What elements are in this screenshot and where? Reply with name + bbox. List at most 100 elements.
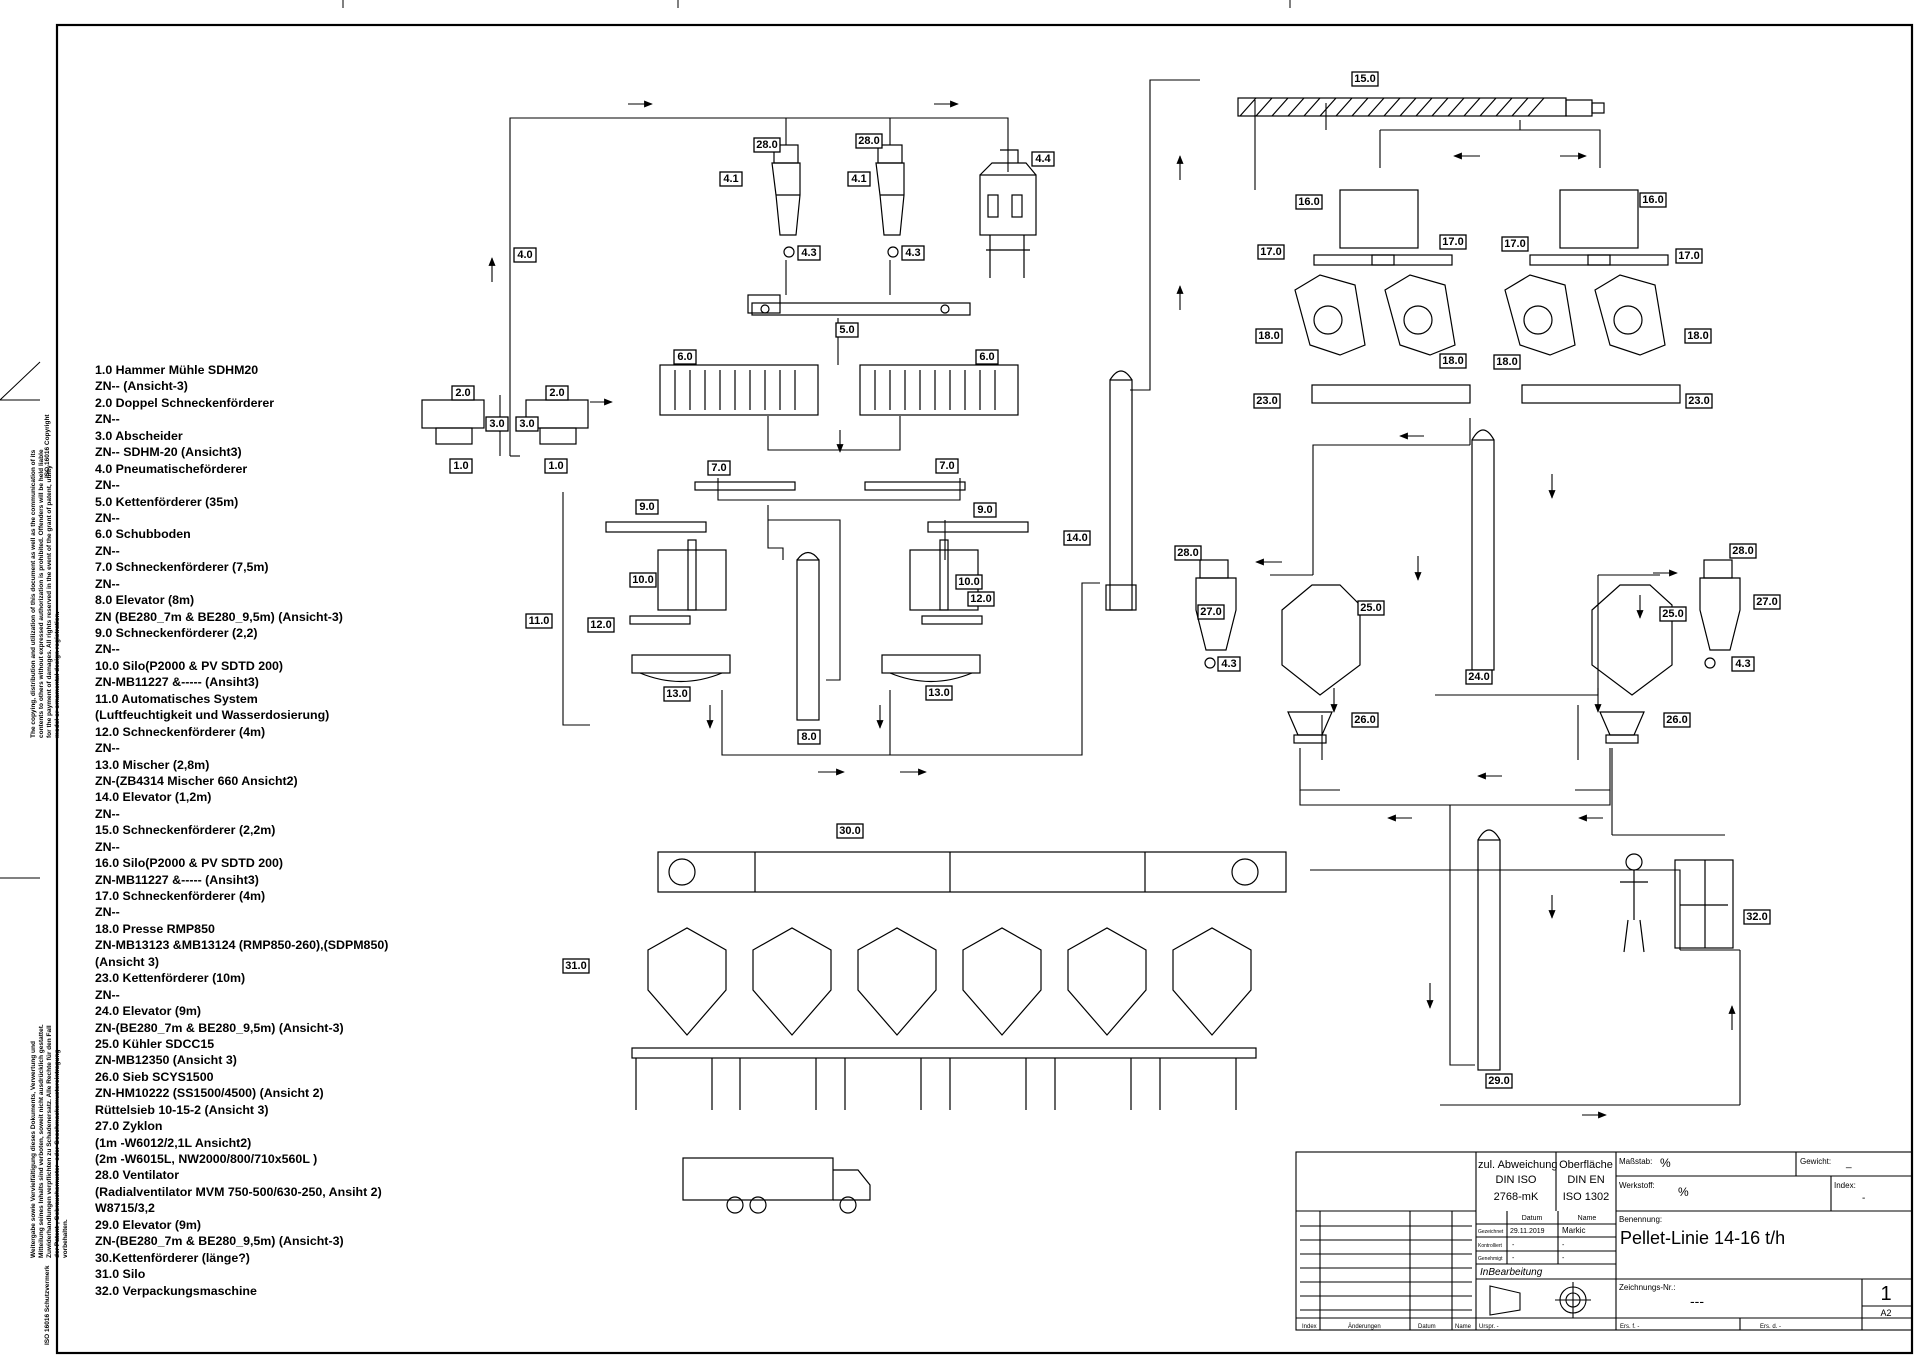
legend-line: ZN-- (Ansicht-3) [95,379,188,394]
legend-line: 4.0 Pneumatischeförderer [95,461,248,476]
cyclones-27 [1195,559,1741,669]
truck-drawing [682,1157,871,1214]
drawn-name: Markic [1562,1226,1586,1235]
row-checked: Kontrolliert [1478,1243,1503,1249]
tag-12-0-a: 12.0 [587,617,615,633]
svg-text:32.0: 32.0 [1746,911,1767,923]
title-block [1295,1151,1913,1331]
svg-text:12.0: 12.0 [590,619,611,631]
svg-text:13.0: 13.0 [928,687,949,699]
pellet-presses-18 [1294,189,1669,356]
legend-line: 7.0 Schneckenförderer (7,5m) [95,560,269,575]
cyclone-group-4 [771,144,1037,278]
svg-text:4.3: 4.3 [1735,658,1750,670]
chain-conveyor-30 [657,851,1287,893]
legend-line: 27.0 Zyklon [95,1119,163,1134]
tag-11-0: 11.0 [525,613,553,629]
legend-line: 11.0 Automatisches System [95,691,258,706]
tag-27-0-a: 27.0 [1197,604,1225,620]
legend-line: 24.0 Elevator (9m) [95,1004,202,1019]
packing-machine-32 [1620,853,1734,953]
svg-text:4.3: 4.3 [1221,658,1236,670]
svg-text:18.0: 18.0 [1258,330,1279,342]
tol-std2: 2768-mK [1494,1191,1539,1203]
tag-10-0-b: 10.0 [955,574,983,590]
legend-line: 15.0 Schneckenförderer (2,2m) [95,823,276,838]
tag-17-0-d: 17.0 [1675,248,1703,264]
legend-line: ZN-- [95,642,120,657]
svg-text:7.0: 7.0 [711,462,726,474]
svg-text:8.0: 8.0 [801,731,816,743]
svg-text:6.0: 6.0 [677,351,692,363]
legend-line: 25.0 Kühler SDCC15 [95,1036,215,1051]
chain-conveyor-5 [747,294,971,316]
svg-text:3.0: 3.0 [489,418,504,430]
svg-text:27.0: 27.0 [1200,606,1221,618]
svg-text:13.0: 13.0 [666,688,687,700]
svg-text:28.0: 28.0 [1177,547,1198,559]
sheet-size: A2 [1880,1308,1891,1318]
legend-line: (Radialventilator MVM 750-500/630-250, A… [95,1184,382,1199]
elevator-8 [796,551,820,721]
svg-text:23.0: 23.0 [1256,395,1277,407]
col-name: Name [1578,1215,1597,1222]
legend-line: (Ansicht 3) [95,954,160,969]
mixers-13 [631,654,981,683]
legend-line: ZN-(BE280_7m & BE280_9,5m) (Ansicht-3) [95,1234,344,1249]
svg-text:28.0: 28.0 [858,135,879,147]
tag-1-0-a: 1.0 [449,458,473,474]
svg-text:26.0: 26.0 [1666,714,1687,726]
legend-line: 10.0 Silo(P2000 & PV SDTD 200) [95,658,284,673]
svg-text:9.0: 9.0 [977,504,992,516]
tag-16-0-b: 16.0 [1639,192,1667,208]
tag-14-0: 14.0 [1063,530,1091,546]
elevator-24 [1471,429,1495,671]
svg-text:1.0: 1.0 [548,460,563,472]
tag-7-0-b: 7.0 [935,458,959,474]
svg-text:23.0: 23.0 [1688,395,1709,407]
legend-line: ZN-- SDHM-20 (Ansicht3) [95,445,242,460]
legend-line: ZN-MB13123 &MB13124 (RMP850-260),(SDPM85… [95,938,389,953]
legend-line: ZN-- [95,478,120,493]
tag-18-0-b: 18.0 [1439,353,1467,369]
svg-text:4.4: 4.4 [1035,153,1051,165]
legend-line: 3.0 Abscheider [95,428,183,443]
schutz-ref-text: ISO 16016 Schutzvermerk [44,1265,51,1346]
tag-13-0-a: 13.0 [663,686,691,702]
svg-text:14.0: 14.0 [1066,532,1087,544]
footer-name: Name [1455,1324,1472,1330]
tag-16-0-a: 16.0 [1295,194,1323,210]
svg-text:6.0: 6.0 [979,351,994,363]
legend-line: (2m -W6015L, NW2000/800/710x560L ) [95,1152,318,1166]
col-datum: Datum [1522,1215,1543,1222]
drawn-date: 29.11.2019 [1510,1228,1545,1235]
row-drawn: Gezeichnet [1478,1229,1504,1235]
copyright-ref-text: ISO 16016 Copyright [44,414,51,478]
tol-label: zul. Abweichung [1478,1159,1558,1171]
svg-text:18.0: 18.0 [1442,355,1463,367]
svg-text:10.0: 10.0 [632,574,653,586]
elevator-14 [1105,370,1137,611]
svg-text:17.0: 17.0 [1260,246,1281,258]
tag-25-0-a: 25.0 [1357,600,1385,616]
tag-18-0-d: 18.0 [1684,328,1712,344]
surf-std2: ISO 1302 [1563,1191,1609,1203]
tag-27-0-b: 27.0 [1753,594,1781,610]
index-label: Index: [1834,1181,1856,1190]
tag-23-0-a: 23.0 [1253,393,1281,409]
svg-text:24.0: 24.0 [1468,671,1489,683]
legend-line: Rüttelsieb 10-15-2 (Ansicht 3) [95,1102,269,1117]
legend-line: ZN-- [95,576,120,591]
tag-9-0-b: 9.0 [973,502,997,518]
legend-line: (1m -W6012/2,1L Ansicht2) [95,1135,252,1150]
push-floors-6 [659,364,1019,416]
svg-text:4.1: 4.1 [851,173,866,185]
material-label: Werkstoff: [1619,1181,1655,1190]
footer-replaces: Ers. f. - [1620,1324,1639,1330]
silos-10 [657,539,979,611]
legend-line: ZN-- [95,987,120,1002]
legend-line: ZN-- [95,741,120,756]
flow-lines [499,79,1741,1106]
legend-line: ZN-- [95,905,120,920]
